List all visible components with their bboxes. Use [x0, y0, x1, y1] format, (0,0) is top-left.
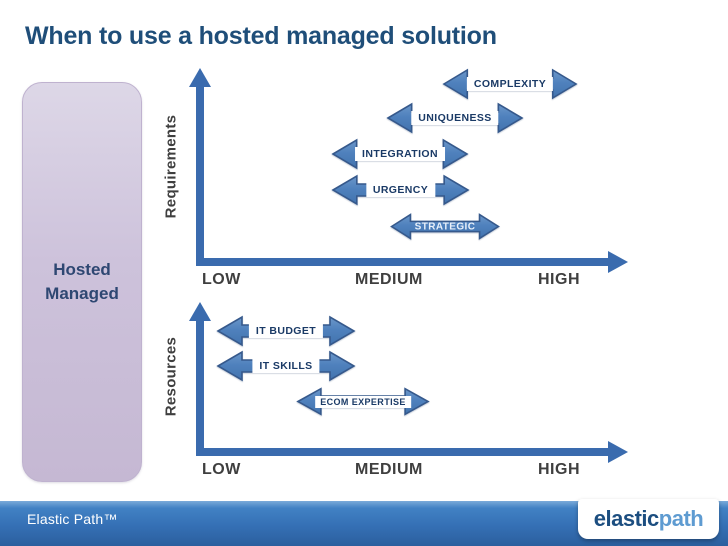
hosted-managed-label: Hosted Managed [45, 258, 119, 306]
hosted-managed-box: Hosted Managed [22, 82, 142, 482]
resources-xaxis-line [196, 448, 610, 456]
slide-title: When to use a hosted managed solution [25, 22, 497, 50]
requirements-xaxis-line [196, 258, 610, 266]
tick-high-requirements: HIGH [538, 271, 580, 288]
arrow-label-strategic: STRATEGIC [414, 221, 476, 232]
double-arrow-icon [390, 212, 500, 241]
arrow-label-complexity: COMPLEXITY [466, 77, 554, 91]
arrow-label-it-skills: IT SKILLS [252, 359, 320, 373]
resources-axis-arrowhead-icon [189, 302, 211, 321]
logo-text-elastic: elastic [593, 506, 660, 531]
footer-text: Elastic Path™ [27, 511, 118, 527]
resources-axis-line [196, 320, 204, 456]
requirements-axis-arrowhead-icon [189, 68, 211, 87]
arrow-label-integration: INTEGRATION [355, 147, 445, 161]
arrow-ecom-expertise: ECOM EXPERTISE [296, 386, 430, 417]
arrow-uniqueness: UNIQUENESS [386, 101, 524, 135]
arrow-label-ecom-expertise: ECOM EXPERTISE [315, 395, 411, 408]
hosted-managed-line2: Managed [45, 284, 119, 303]
arrow-integration: INTEGRATION [331, 137, 469, 171]
tick-medium-resources: MEDIUM [355, 461, 423, 478]
tick-low-requirements: LOW [202, 271, 241, 288]
requirements-axis-line [196, 86, 204, 266]
arrow-strategic: STRATEGIC [390, 212, 500, 241]
tick-medium-requirements: MEDIUM [355, 271, 423, 288]
arrow-it-skills: IT SKILLS [216, 349, 356, 383]
y-axis-label-resources: Resources [162, 336, 180, 417]
arrow-complexity: COMPLEXITY [442, 67, 578, 101]
tick-low-resources: LOW [202, 461, 241, 478]
arrow-urgency: URGENCY [331, 173, 470, 207]
hosted-managed-line1: Hosted [53, 260, 111, 280]
logo-text-path: path [658, 506, 704, 531]
arrow-label-uniqueness: UNIQUENESS [411, 111, 499, 125]
arrow-it-budget: IT BUDGET [216, 314, 356, 348]
tick-high-resources: HIGH [538, 461, 580, 478]
requirements-xaxis-arrowhead-icon [608, 251, 628, 273]
resources-xaxis-arrowhead-icon [608, 441, 628, 463]
y-axis-label-requirements: Requirements [162, 114, 180, 219]
arrow-label-it-budget: IT BUDGET [248, 324, 324, 338]
arrow-label-urgency: URGENCY [365, 183, 436, 197]
